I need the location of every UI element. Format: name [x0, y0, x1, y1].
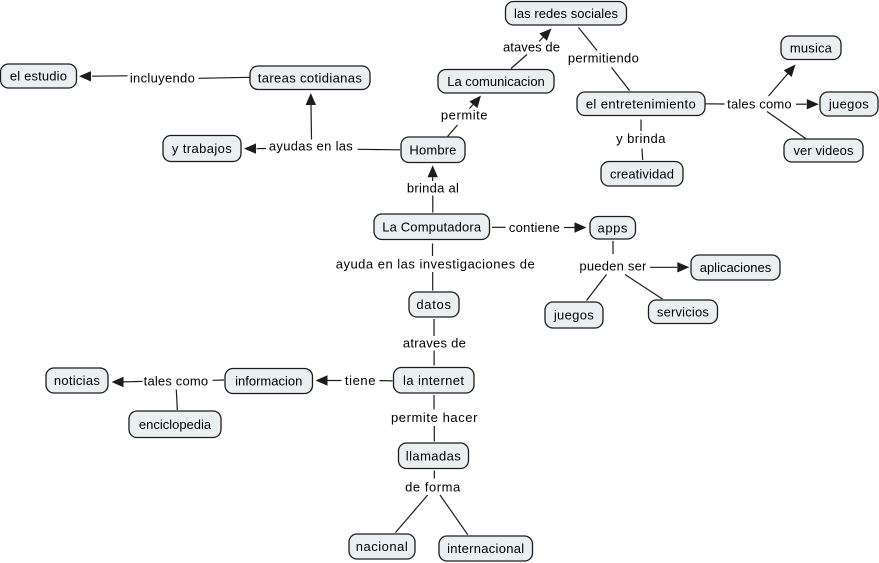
svg-text:permite: permite [441, 108, 488, 123]
svg-text:ayuda en las investigaciones d: ayuda en las investigaciones de [336, 257, 535, 272]
svg-text:creatividad: creatividad [610, 166, 674, 181]
svg-text:atraves de: atraves de [403, 336, 466, 351]
svg-text:tales como: tales como [727, 97, 792, 112]
svg-text:y trabajos: y trabajos [172, 141, 232, 156]
svg-text:permite hacer: permite hacer [391, 410, 478, 425]
svg-text:contiene: contiene [509, 220, 560, 235]
svg-text:noticias: noticias [54, 373, 100, 388]
svg-text:llamadas: llamadas [406, 448, 461, 463]
svg-text:servicios: servicios [657, 304, 710, 319]
svg-text:juegos: juegos [828, 97, 869, 112]
svg-text:musica: musica [790, 40, 833, 55]
svg-text:el entretenimiento: el entretenimiento [586, 96, 696, 111]
svg-text:informacion: informacion [235, 374, 302, 389]
svg-text:ver videos: ver videos [793, 143, 853, 158]
svg-text:aplicaciones: aplicaciones [700, 260, 772, 275]
svg-text:Hombre: Hombre [409, 142, 456, 157]
svg-text:y brinda: y brinda [616, 131, 666, 146]
svg-text:ayudas en las: ayudas en las [269, 139, 353, 154]
svg-text:incluyendo: incluyendo [130, 71, 195, 86]
svg-text:apps: apps [598, 220, 628, 235]
svg-text:tareas cotidianas: tareas cotidianas [258, 70, 363, 85]
svg-text:enciclopedia: enciclopedia [139, 417, 212, 432]
svg-text:las redes sociales: las redes sociales [514, 6, 619, 21]
svg-text:pueden ser: pueden ser [579, 259, 647, 274]
svg-text:La comunicacion: La comunicacion [447, 74, 545, 89]
svg-text:juegos: juegos [553, 308, 594, 323]
svg-text:la internet: la internet [403, 373, 464, 388]
svg-text:brinda al: brinda al [407, 181, 459, 196]
svg-text:internacional: internacional [447, 541, 524, 556]
svg-text:tales como: tales como [144, 374, 209, 389]
svg-text:datos: datos [416, 297, 451, 312]
svg-text:el estudio: el estudio [10, 69, 67, 84]
svg-text:ataves de: ataves de [503, 40, 560, 55]
svg-text:tiene: tiene [345, 373, 376, 388]
svg-text:permitiendo: permitiendo [568, 51, 639, 66]
svg-text:La Computadora: La Computadora [382, 219, 482, 234]
svg-text:de forma: de forma [405, 480, 461, 495]
svg-text:nacional: nacional [356, 539, 409, 554]
